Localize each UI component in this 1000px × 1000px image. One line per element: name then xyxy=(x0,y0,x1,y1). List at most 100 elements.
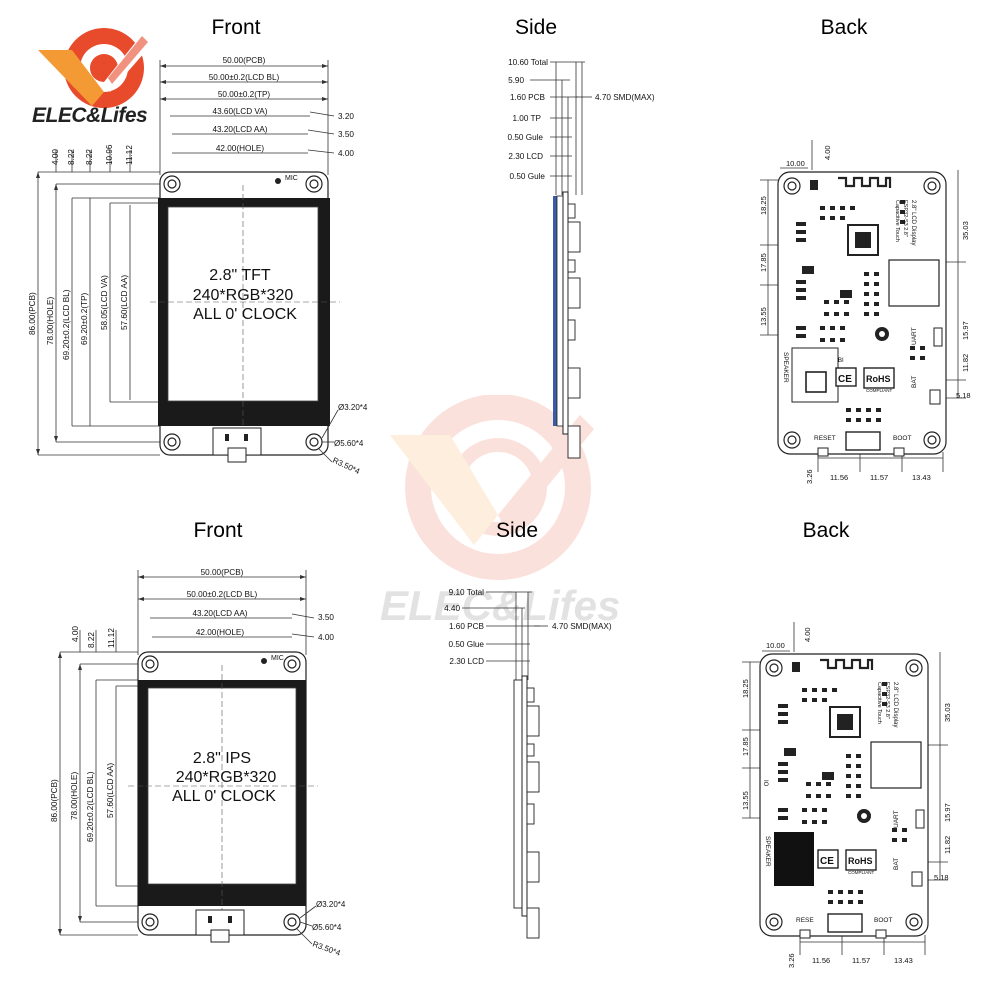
tb-silk-lcd: 2.8" LCD Display xyxy=(910,200,916,245)
top-front-title: Front xyxy=(211,16,260,39)
bs-label-5: 2.30 LCD xyxy=(449,657,484,666)
bb-right-dim-4: 5.18 xyxy=(934,873,949,882)
ts-label-1: 10.60 Total xyxy=(508,58,548,67)
bf-small-1: 4.00 xyxy=(71,626,80,642)
bb-silk-reset: RESE xyxy=(796,917,814,924)
tb-bottom-dim-4: 13.43 xyxy=(912,473,931,482)
tb-left-dim-1: 18.25 xyxy=(759,196,768,215)
bottom-front-title: Front xyxy=(193,519,242,542)
bb-silk-ce: CE xyxy=(820,856,834,867)
tb-left-dim-3: 13.55 xyxy=(759,307,768,326)
tb-right-dim-1: 35.03 xyxy=(961,221,970,240)
tf-right-dim-2: 3.50 xyxy=(338,130,354,139)
tf-vdim-pcb: 86.00(PCB) xyxy=(28,292,37,335)
tf-screen-line3: ALL 0' CLOCK xyxy=(193,306,297,323)
tb-bottom-dim-3: 11.57 xyxy=(870,473,888,482)
tf-dim-va-w: 43.60(LCD VA) xyxy=(213,107,268,116)
bb-bottom-dim-2: 11.56 xyxy=(812,956,830,965)
tb-silk-bat: BAT xyxy=(911,376,918,388)
watermark-text: ELEC&Lifes xyxy=(380,582,621,629)
logo-text: ELEC&Lifes xyxy=(32,104,148,127)
tf-small-1: 4.00 xyxy=(51,149,60,165)
top-side-title: Side xyxy=(515,16,557,39)
bf-dim-hole-w: 42.00(HOLE) xyxy=(196,628,245,637)
bf-hole-1: Ø3.20*4 xyxy=(316,900,346,909)
bb-silk-compliant: COMPLIANT xyxy=(848,870,875,875)
bb-silk-bat: BAT xyxy=(893,858,900,870)
bb-silk-uart: UART xyxy=(893,810,900,828)
bb-top-dim-1: 10.00 xyxy=(766,641,785,650)
ts-label-5: 0.50 Gule xyxy=(507,133,543,142)
tb-left-dim-2: 17.85 xyxy=(759,253,768,272)
tf-vdim-bl: 69.20±0.2(LCD BL) xyxy=(62,289,71,360)
brand-logo xyxy=(38,28,152,108)
bf-vdim-pcb: 86.00(PCB) xyxy=(50,779,59,822)
bs-label-4: 0.50 Glue xyxy=(448,640,484,649)
tf-hole-2: Ø5.60*4 xyxy=(334,439,364,448)
top-back-title: Back xyxy=(821,16,868,39)
tb-silk-bi: BI xyxy=(838,358,844,364)
bb-silk-speaker: SPEAKER xyxy=(764,836,771,867)
bf-dim-bl-w: 50.00±0.2(LCD BL) xyxy=(187,590,258,599)
bb-right-dim-3: 11.82 xyxy=(943,836,952,854)
tf-mic: MIC xyxy=(285,175,298,182)
bf-vdim-aa: 57.60(LCD AA) xyxy=(106,763,115,818)
bb-bottom-dim-4: 13.43 xyxy=(894,956,913,965)
ts-label-7: 0.50 Gule xyxy=(509,172,545,181)
tb-silk-boot: BOOT xyxy=(893,435,911,442)
tb-silk-uart: UART xyxy=(911,327,918,345)
bf-small-3: 11.12 xyxy=(107,628,116,648)
tf-dim-hole-w: 42.00(HOLE) xyxy=(216,144,265,153)
tb-silk-reset: RESET xyxy=(814,435,836,442)
bs-label-3: 1.60 PCB xyxy=(449,622,485,631)
bf-screen-line1: 2.8" IPS xyxy=(193,750,251,767)
bb-silk-esp: ESP32-S3 2.8" xyxy=(884,682,890,719)
tb-right-dim-3: 11.82 xyxy=(961,354,970,372)
bf-screen-line2: 240*RGB*320 xyxy=(176,769,277,786)
bb-silk-touch: Capacitive Touch xyxy=(876,682,882,724)
bf-screen-line3: ALL 0' CLOCK xyxy=(172,788,276,805)
tb-bottom-dim-1: 3.26 xyxy=(805,469,814,484)
bb-bottom-dim-3: 11.57 xyxy=(852,956,870,965)
tb-top-dim-1: 10.00 xyxy=(786,159,805,168)
tb-silk-touch: Capacitive Touch xyxy=(894,200,900,242)
bb-silk-boot: BOOT xyxy=(874,917,892,924)
tf-vdim-hole: 78.00(HOLE) xyxy=(46,296,55,345)
tf-vdim-va: 58.05(LCD VA) xyxy=(100,275,109,330)
bb-right-dim-2: 15.97 xyxy=(943,803,952,822)
tb-right-dim-2: 15.97 xyxy=(961,321,970,340)
bf-mic: MIC xyxy=(271,655,284,662)
tf-small-5: 11.12 xyxy=(125,145,134,165)
bottom-back-title: Back xyxy=(803,519,850,542)
ts-label-6: 2.30 LCD xyxy=(508,152,543,161)
tb-silk-rohs: RoHS xyxy=(866,374,891,384)
tf-dim-bl-w: 50.00±0.2(LCD BL) xyxy=(209,73,280,82)
bf-small-2: 8.22 xyxy=(87,632,96,648)
tb-bottom-dim-2: 11.56 xyxy=(830,473,848,482)
tb-top-dim-2: 4.00 xyxy=(823,145,832,160)
tf-dim-aa-w: 43.20(LCD AA) xyxy=(212,125,267,134)
tf-dim-pcb-w: 50.00(PCB) xyxy=(223,56,266,65)
bf-right-dim-1: 3.50 xyxy=(318,613,334,622)
bb-chip-block xyxy=(774,832,814,886)
bb-silk-io: IO xyxy=(762,780,768,787)
tf-hole-1: Ø3.20*4 xyxy=(338,403,368,412)
bf-dim-pcb-w: 50.00(PCB) xyxy=(201,568,244,577)
ts-label-3: 1.60 PCB xyxy=(510,93,546,102)
tf-small-4: 10.96 xyxy=(105,144,114,165)
bs-label-1: 9.10 Total xyxy=(449,588,485,597)
bb-silk-lcd: 2.8" LCD Display xyxy=(892,682,898,727)
bb-left-dim-2: 17.85 xyxy=(741,737,750,756)
bottom-side-title: Side xyxy=(496,519,538,542)
bf-vdim-hole: 78.00(HOLE) xyxy=(70,771,79,820)
tf-screen-line1: 2.8" TFT xyxy=(209,267,271,284)
bb-top-dim-2: 4.00 xyxy=(803,627,812,642)
bf-hole-2: Ø5.60*4 xyxy=(312,923,342,932)
